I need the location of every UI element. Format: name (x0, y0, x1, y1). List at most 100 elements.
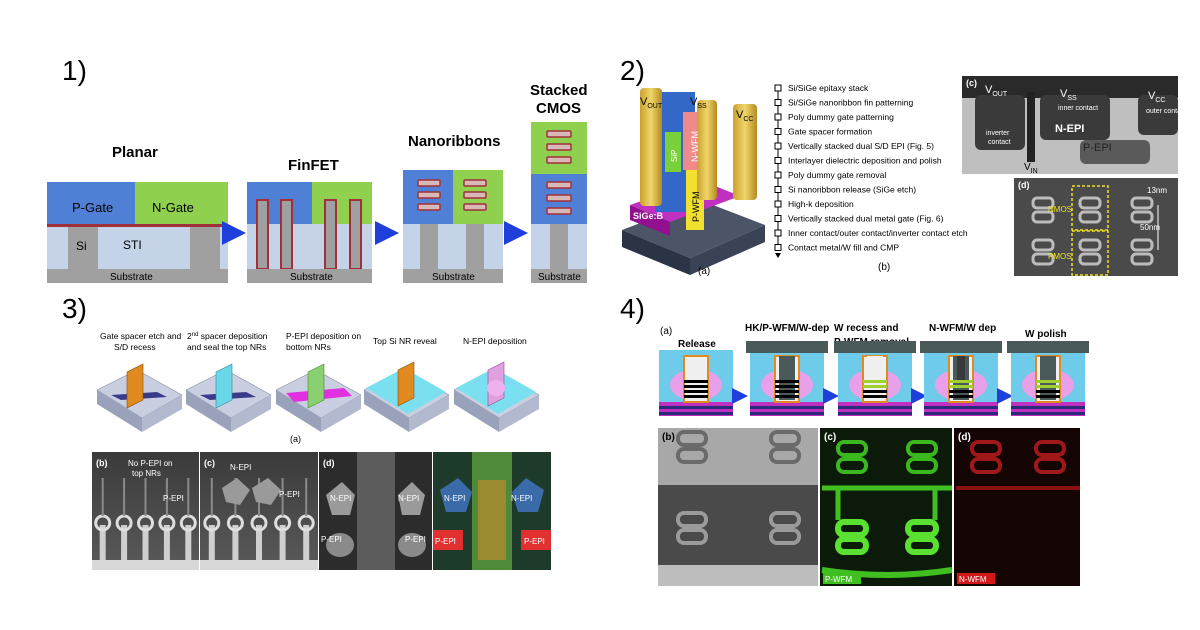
base-front (622, 230, 690, 275)
nanoribbon-device: Substrate Nanoribbons (403, 133, 503, 283)
tem-c-label: (c) (966, 78, 977, 88)
eds-map: N-EPI N-EPI P-EPI P-EPI (433, 452, 551, 570)
p-wfm-label: P-WFM (691, 192, 701, 223)
nr-substrate (403, 269, 503, 283)
nmos-label: NMOS (1048, 205, 1072, 214)
metal-gate-step-5 (1007, 341, 1089, 416)
sem-b-note-l2: top NRs (132, 469, 161, 478)
nr-pillar-right (466, 224, 484, 269)
sem-c-nepi-1 (222, 478, 250, 505)
flow-step-marker (774, 84, 782, 92)
nanoribbon-stack (417, 179, 487, 211)
eds-nepi-left (440, 478, 472, 512)
p3-caption-a: (a) (290, 434, 301, 444)
sem-d-pepi2: P-EPI (405, 535, 426, 544)
eds-4c-label: (c) (824, 432, 836, 443)
eds-4d: N-WFM (d) (954, 428, 1080, 586)
p4-step4: N-WFM/W dep (929, 323, 996, 334)
eds-4d-label: (d) (958, 432, 971, 443)
n-gate-label: N-Gate (152, 200, 194, 215)
p-wfm-tag-bg (823, 573, 861, 584)
si-label: Si (76, 239, 87, 253)
tem-image-d: (d) NMOS PMOS 13nm 50nm (1014, 178, 1178, 276)
sem-c-pepi: P-EPI (279, 490, 300, 499)
panel-4-dual-metal-gate: 4) (a) Release HK/P-WFM/W-dep W recess a… (620, 293, 1089, 586)
planar-device: P-Gate N-Gate Si STI Substrate Planar (47, 144, 228, 283)
sem-d-pepi-left (326, 533, 354, 557)
sem-d-nepi-left (326, 482, 355, 515)
tem-4b-substrate (658, 565, 818, 586)
panel-3-number: 3) (62, 293, 87, 324)
tem-c-vss: VSS (1060, 88, 1077, 102)
metal-gate-step-4 (920, 341, 1002, 416)
epi-process-blocks (96, 361, 540, 432)
stacked-cmos-device: Substrate Stacked CMOS (530, 82, 588, 283)
p3-step3-l2: bottom NRs (286, 342, 331, 352)
n-wfm-label: N-WFM (690, 131, 700, 162)
sige-b-label: SiGe:B (633, 211, 664, 221)
sem-d-pepi-right (398, 533, 426, 557)
flow-step-marker (774, 171, 782, 179)
sem-b-note-l1: No P-EPI on (128, 459, 172, 468)
sem-b-pepi: P-EPI (163, 494, 184, 503)
eds-channel (478, 480, 506, 560)
flow-step-marker (774, 200, 782, 208)
tem-c-vin-line (1027, 92, 1035, 162)
flow-step-marker (774, 186, 782, 193)
tem-c-vcc: VCC (1148, 90, 1165, 104)
flow-step-label: Contact metal/W fill and CMP (788, 243, 899, 253)
vcc-label: VCC (736, 109, 753, 123)
p4-step3-l1: W recess and (834, 323, 898, 334)
tem-4b-ribbons (676, 430, 801, 545)
planar-label: Planar (112, 144, 158, 161)
p3-step2-l2: and seal the top NRs (187, 342, 266, 352)
cmos-nanoribbons (546, 130, 572, 215)
stacked-label-line1: Stacked (530, 82, 588, 99)
p-epi-front (630, 205, 670, 236)
epi-block-2 (185, 363, 272, 432)
panel-2a-caption: (a) (698, 266, 710, 277)
finfet-substrate-label: Substrate (290, 272, 333, 283)
p-gate-region (47, 182, 135, 224)
tem-c-pepi (1080, 140, 1150, 164)
eds-pepi-left-block (433, 530, 463, 550)
flow-step-label: Inner contact/outer contact/inverter con… (788, 228, 968, 238)
dim-50nm: 50nm (1140, 223, 1160, 232)
panel-1-number: 1) (62, 55, 87, 86)
cmos-substrate (531, 269, 587, 283)
sem-d-label: (d) (323, 458, 335, 468)
flow-step-marker (774, 229, 782, 237)
tem-c-vout-block (975, 95, 1025, 150)
panel-3-dual-epi: 3) Gate spacer etch and S/D recess 2nd s… (62, 293, 551, 570)
vout-label: VOUT (640, 96, 663, 110)
flow-step-label: Gate spacer formation (788, 127, 872, 137)
flow-step-label: Vertically stacked dual metal gate (Fig.… (788, 214, 944, 224)
eds-4c-ribbons (835, 440, 939, 555)
eds-4c: P-WFM (c) (820, 428, 953, 586)
finfet-label: FinFET (288, 157, 339, 174)
flow-step-marker (774, 99, 782, 106)
flow-end-arrow (775, 253, 781, 258)
epi-block-4 (363, 361, 450, 432)
flow-step-marker (774, 128, 782, 135)
p4-caption-a: (a) (660, 326, 672, 337)
substrate (47, 269, 228, 283)
sem-d-nepi-right (398, 482, 425, 515)
eds-pepi-right-block (521, 530, 551, 550)
eds-4c-bottom (821, 567, 953, 578)
p-gate-label: P-Gate (72, 200, 113, 215)
flow-step-marker (774, 215, 782, 222)
tem-c-inner-contact: inner contact (1058, 105, 1098, 112)
finfet-device: Substrate FinFET (247, 157, 372, 283)
tem-c-vcc-block (1138, 95, 1178, 135)
vcc-pillar (733, 104, 757, 200)
p3-step1-l2: S/D recess (114, 342, 156, 352)
gate-oxide (47, 224, 228, 227)
epi-block-1 (96, 363, 183, 432)
flow-step-label: Si/SiGe nanoribbon fin patterning (788, 98, 913, 108)
tem-4b: (b) (658, 428, 818, 586)
flow-step-label: Vertically stacked dual S/D EPI (Fig. 5) (788, 141, 934, 151)
nanoribbons-label: Nanoribbons (408, 133, 501, 150)
